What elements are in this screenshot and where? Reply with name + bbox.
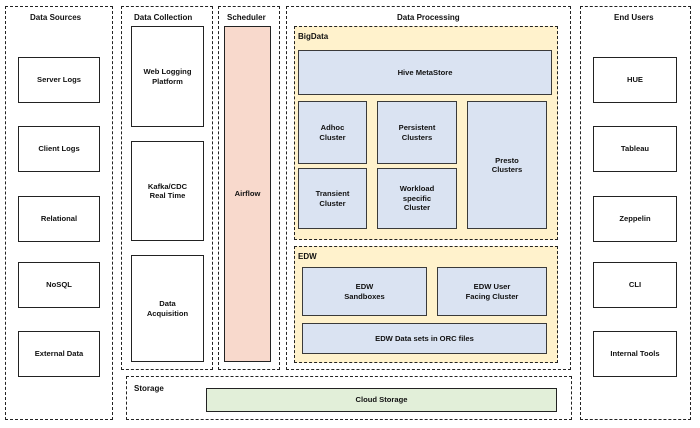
data-collection-panel <box>121 6 213 370</box>
collection-web-logging-platform: Web Logging Platform <box>131 26 204 127</box>
end-user-cli: CLI <box>593 262 677 308</box>
source-client-logs: Client Logs <box>18 126 100 172</box>
transient-cluster: Transient Cluster <box>298 168 367 229</box>
hive-metastore: Hive MetaStore <box>298 50 552 95</box>
persistent-clusters: Persistent Clusters <box>377 101 457 164</box>
adhoc-cluster: Adhoc Cluster <box>298 101 367 164</box>
edw-orc-datasets: EDW Data sets in ORC files <box>302 323 547 354</box>
source-external-data: External Data <box>18 331 100 377</box>
end-users-title: End Users <box>614 13 654 22</box>
cloud-storage: Cloud Storage <box>206 388 557 412</box>
collection-data-acquisition: Data Acquisition <box>131 255 204 362</box>
collection-kafka-cdc: Kafka/CDC Real Time <box>131 141 204 241</box>
source-server-logs: Server Logs <box>18 57 100 103</box>
edw-user-facing-cluster: EDW User Facing Cluster <box>437 267 547 316</box>
workload-specific-cluster: Workload specific Cluster <box>377 168 457 229</box>
edw-sandboxes: EDW Sandboxes <box>302 267 427 316</box>
bigdata-title: BigData <box>298 32 329 41</box>
data-collection-title: Data Collection <box>134 13 193 22</box>
end-user-internal-tools: Internal Tools <box>593 331 677 377</box>
scheduler-airflow: Airflow <box>224 26 271 362</box>
end-users-panel <box>580 6 691 420</box>
storage-title: Storage <box>134 384 164 393</box>
end-user-hue: HUE <box>593 57 677 103</box>
scheduler-title: Scheduler <box>227 13 266 22</box>
data-processing-panel <box>286 6 571 370</box>
storage-panel <box>126 376 572 420</box>
end-user-zeppelin: Zeppelin <box>593 196 677 242</box>
data-sources-title: Data Sources <box>30 13 82 22</box>
data-processing-title: Data Processing <box>397 13 460 22</box>
source-nosql: NoSQL <box>18 262 100 308</box>
data-sources-panel <box>5 6 113 420</box>
source-relational: Relational <box>18 196 100 242</box>
end-user-tableau: Tableau <box>593 126 677 172</box>
edw-title: EDW <box>298 252 317 261</box>
scheduler-panel <box>218 6 280 370</box>
presto-clusters: Presto Clusters <box>467 101 547 229</box>
